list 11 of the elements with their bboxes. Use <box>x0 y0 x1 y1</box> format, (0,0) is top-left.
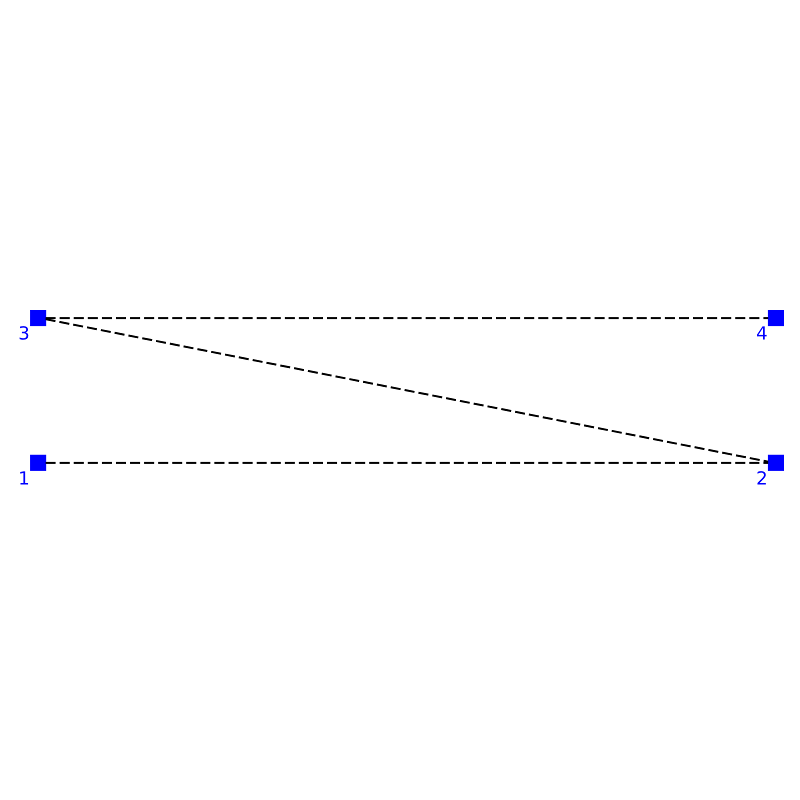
node-box <box>30 454 46 470</box>
node-label: 1 <box>18 468 30 489</box>
node-label: 4 <box>756 323 768 344</box>
connector <box>46 316 768 319</box>
node-box <box>768 454 784 470</box>
node-label: 3 <box>18 323 30 344</box>
node-box <box>30 310 46 326</box>
node-box <box>768 310 784 326</box>
connector <box>46 461 768 464</box>
node-label: 2 <box>756 468 768 489</box>
connector <box>45 318 768 462</box>
